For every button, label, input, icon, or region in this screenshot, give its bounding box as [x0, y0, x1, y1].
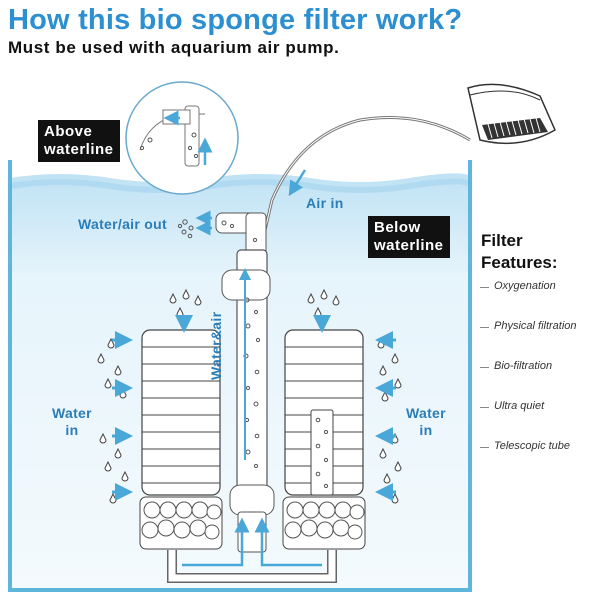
- page-subtitle: Must be used with aquarium air pump.: [8, 38, 340, 57]
- magnifier-circle: [125, 81, 239, 195]
- below-waterline-label: Below waterline: [368, 216, 450, 258]
- right-sponge: [282, 329, 366, 550]
- feature-item: Oxygenation: [478, 280, 577, 320]
- water-surface: [9, 178, 472, 193]
- air-pump: [467, 83, 556, 145]
- above-waterline-label: Above waterline: [38, 120, 120, 162]
- feature-item: Telescopic tube: [478, 440, 577, 480]
- air-in-label: Air in: [306, 195, 344, 211]
- bottom-manifold: [167, 517, 337, 583]
- feature-item: Bio-filtration: [478, 360, 577, 400]
- features-list: Oxygenation Physical filtration Bio-filt…: [478, 280, 577, 480]
- feature-item: Ultra quiet: [478, 400, 577, 440]
- page-title: How this bio sponge filter work?: [8, 4, 463, 36]
- water-and-air-label: Water&air: [208, 311, 224, 380]
- left-sponge: [139, 329, 223, 550]
- water-in-right-label: Water in: [406, 405, 446, 438]
- inflow-arrows: [112, 315, 396, 501]
- tank-wall: [8, 160, 472, 592]
- riser-tube: [221, 249, 271, 491]
- water-air-out-label: Water/air out: [78, 216, 167, 232]
- water-in-left-label: Water in: [52, 405, 92, 438]
- features-title: Filter Features:: [481, 231, 558, 272]
- feature-item: Physical filtration: [478, 320, 577, 360]
